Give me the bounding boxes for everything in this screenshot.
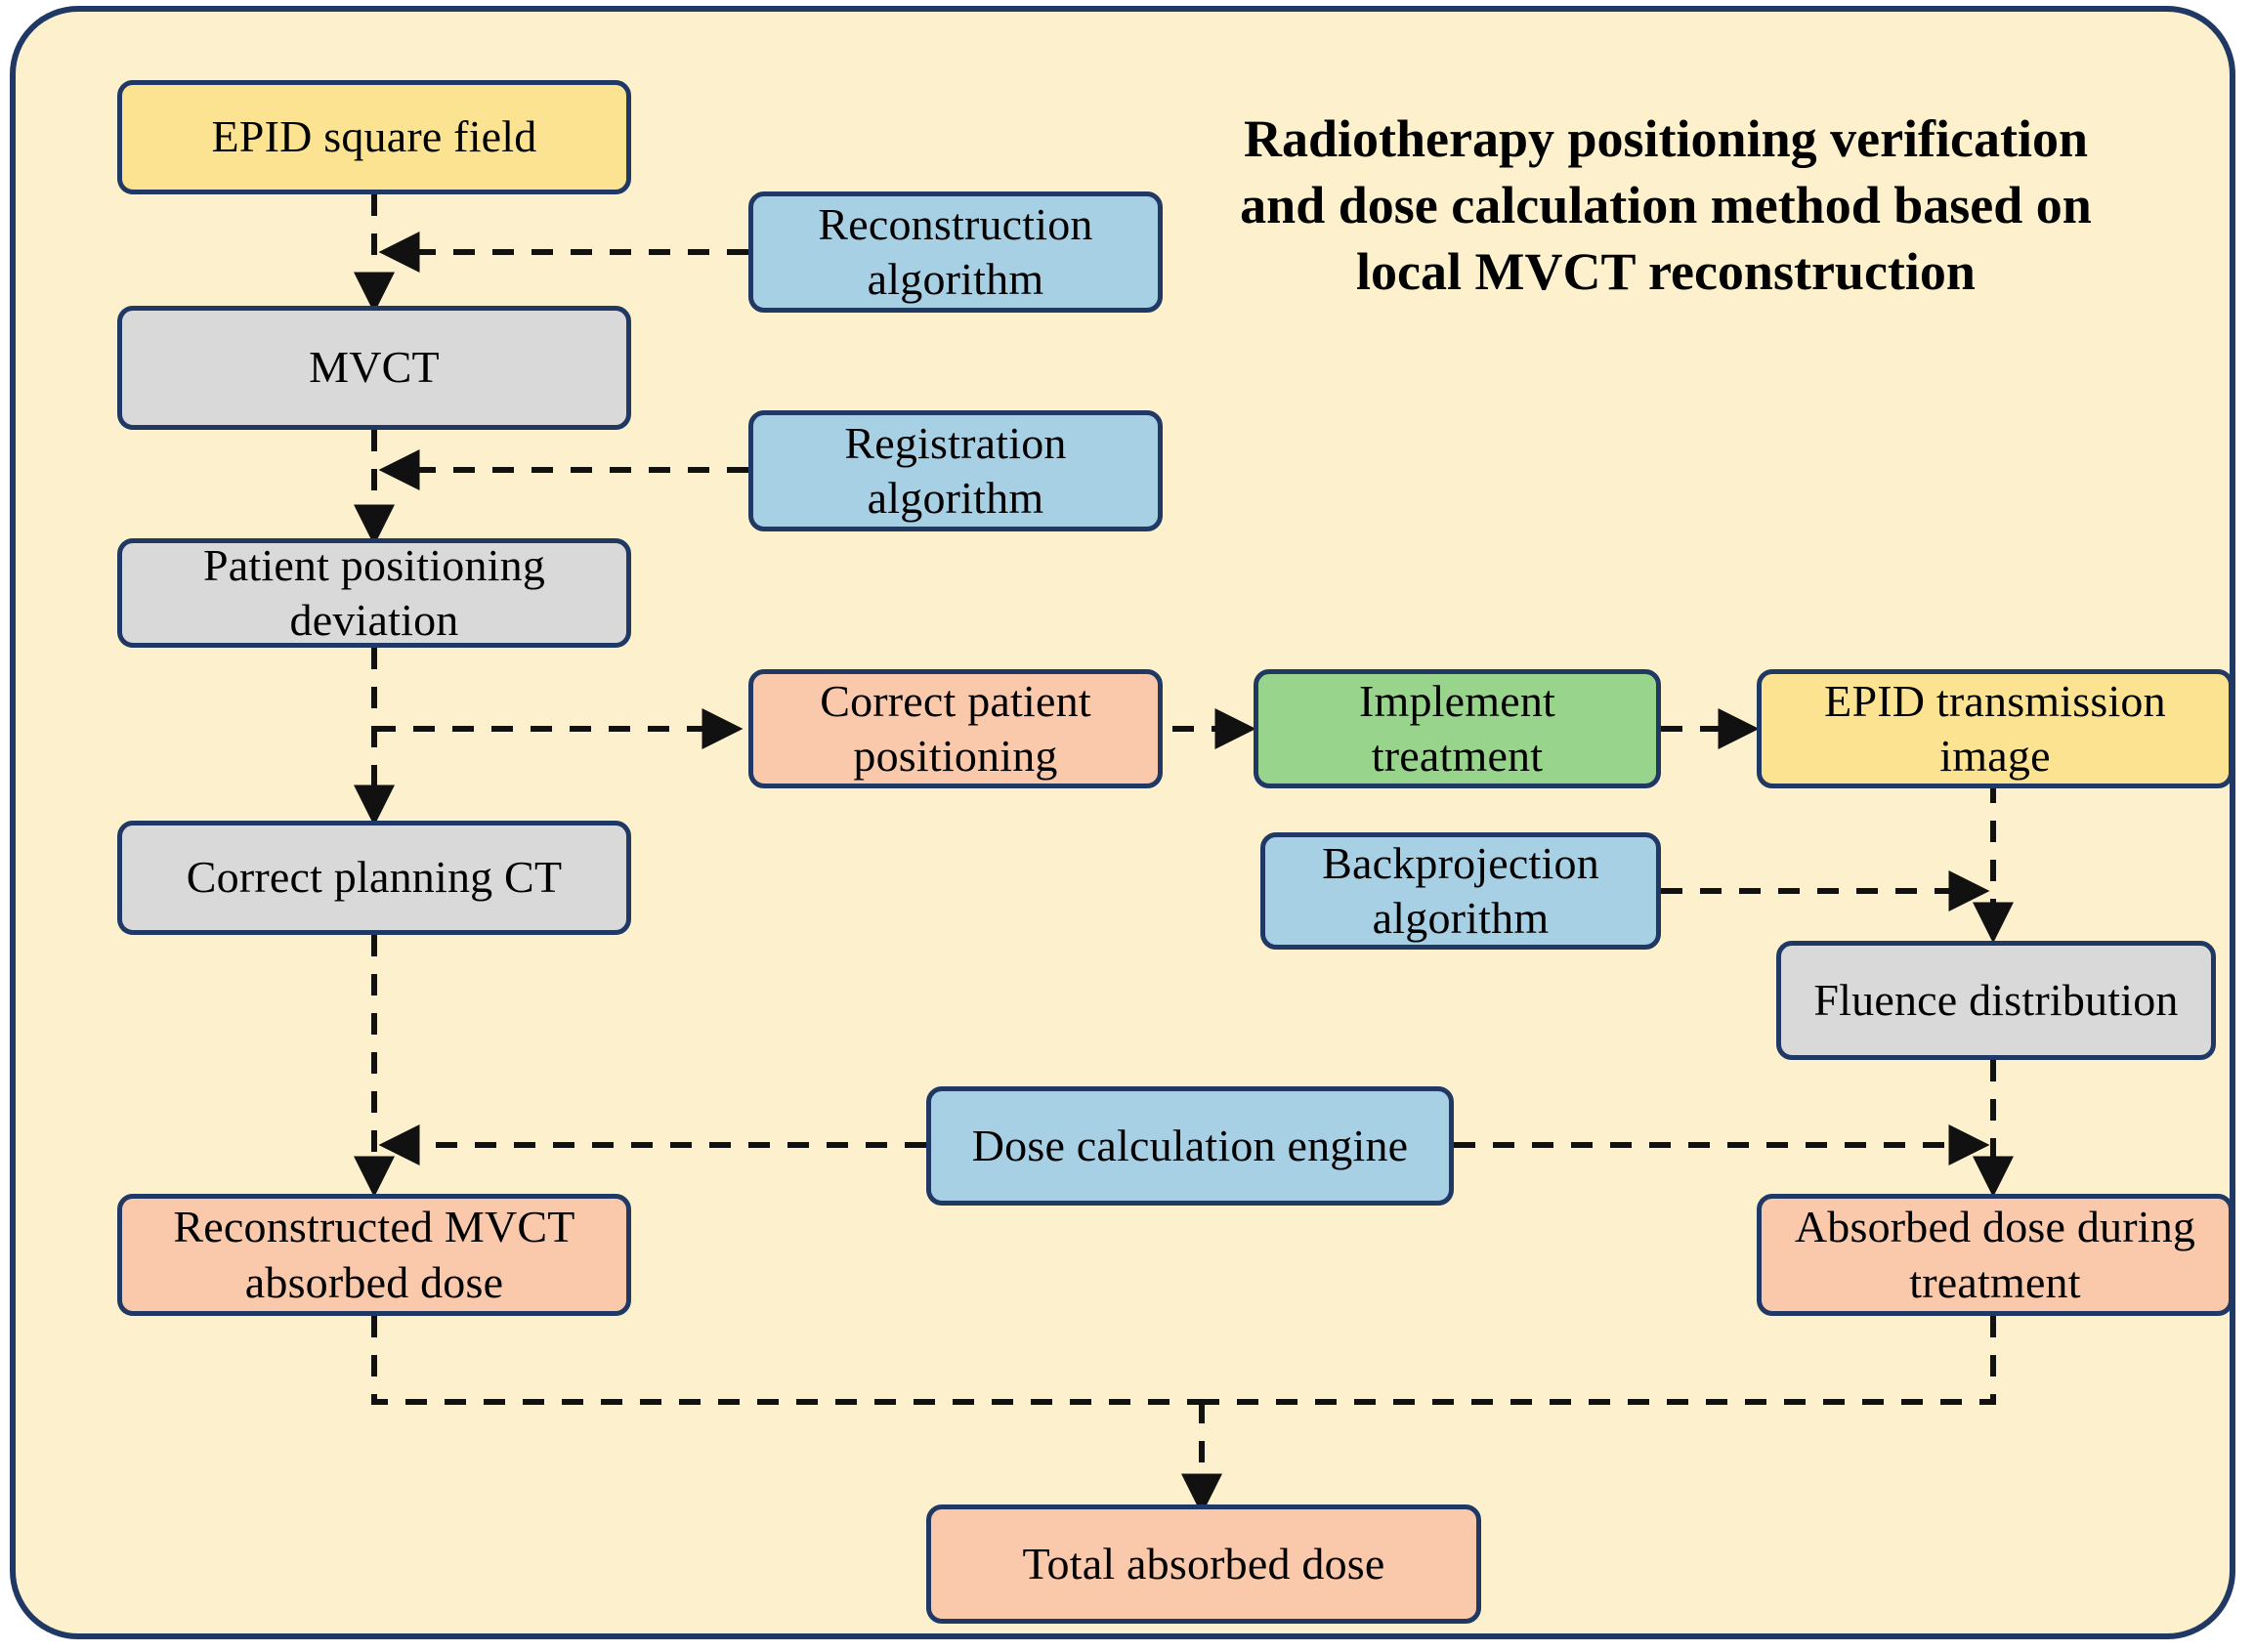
node-dose-calculation-engine[interactable]: Dose calculation engine — [926, 1086, 1454, 1206]
node-label: Registration algorithm — [844, 417, 1067, 523]
node-backprojection-algorithm[interactable]: Backprojection algorithm — [1260, 832, 1661, 950]
node-label: EPID transmission image — [1824, 675, 2166, 781]
node-registration-algorithm[interactable]: Registration algorithm — [748, 410, 1163, 531]
node-patient-positioning-deviation[interactable]: Patient positioning deviation — [117, 538, 631, 648]
node-label: MVCT — [309, 342, 440, 393]
node-label: Dose calculation engine — [971, 1120, 1409, 1170]
node-label: EPID square field — [211, 111, 537, 162]
node-reconstruction-algorithm[interactable]: Reconstruction algorithm — [748, 191, 1163, 313]
node-reconstructed-mvct-absorbed-dose[interactable]: Reconstructed MVCT absorbed dose — [117, 1194, 631, 1316]
node-label: Reconstructed MVCT absorbed dose — [173, 1202, 575, 1307]
node-label: Implement treatment — [1358, 675, 1556, 781]
node-label: Backprojection algorithm — [1322, 837, 1599, 943]
node-implement-treatment[interactable]: Implement treatment — [1254, 669, 1661, 788]
node-correct-patient-positioning[interactable]: Correct patient positioning — [748, 669, 1163, 788]
node-label: Correct patient positioning — [820, 675, 1091, 781]
node-epid-transmission-image[interactable]: EPID transmission image — [1757, 669, 2233, 788]
node-label: Correct planning CT — [186, 852, 563, 903]
node-label: Reconstruction algorithm — [818, 198, 1093, 304]
node-total-absorbed-dose[interactable]: Total absorbed dose — [926, 1504, 1481, 1624]
node-label: Fluence distribution — [1813, 974, 2179, 1025]
node-absorbed-dose-during-treatment[interactable]: Absorbed dose during treatment — [1757, 1194, 2233, 1316]
node-label: Absorbed dose during treatment — [1794, 1202, 2196, 1307]
node-label: Patient positioning deviation — [202, 539, 546, 645]
node-fluence-distribution[interactable]: Fluence distribution — [1776, 941, 2216, 1060]
page-title: Radiotherapy positioning verification an… — [1240, 109, 2092, 302]
node-mvct[interactable]: MVCT — [117, 306, 631, 430]
node-label: Total absorbed dose — [1022, 1538, 1385, 1588]
node-correct-planning-ct[interactable]: Correct planning CT — [117, 821, 631, 935]
node-epid-square-field[interactable]: EPID square field — [117, 80, 631, 194]
